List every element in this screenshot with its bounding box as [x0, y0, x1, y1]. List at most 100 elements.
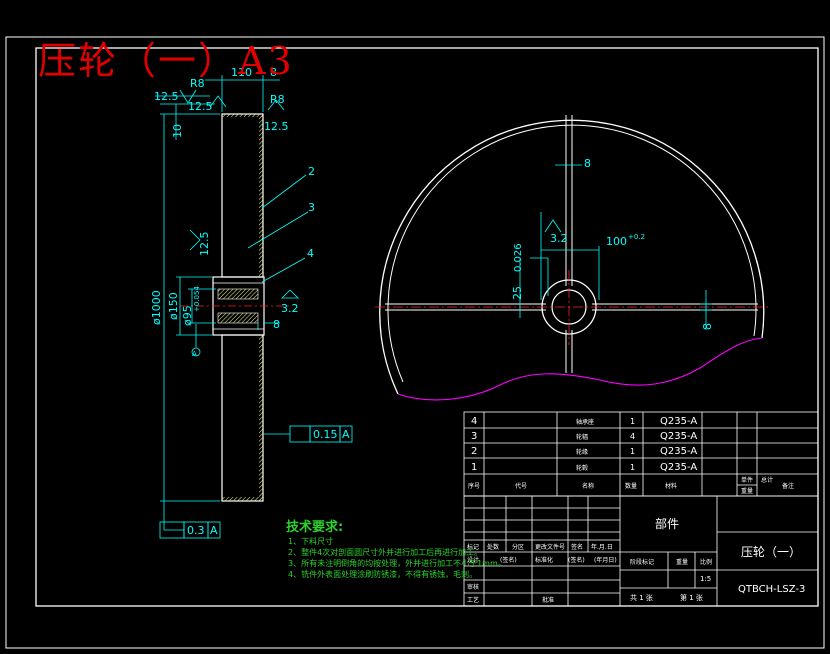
rev-header-sign: 签名: [571, 543, 583, 551]
bom-row-material: Q235-A: [660, 462, 697, 473]
bom-row-no: 2: [471, 446, 477, 457]
notes-title: 技术要求:: [286, 520, 344, 535]
top-hatch: [222, 114, 263, 117]
bom-header-no: 序号: [468, 482, 480, 490]
bom-row-qty: 1: [630, 463, 635, 472]
dim-rim-width: 8: [701, 323, 714, 330]
bom-row-material: Q235-A: [660, 431, 697, 442]
rim-section-upper: [221, 113, 264, 278]
dim-rough-1: 12.5: [154, 90, 179, 103]
standard-signature: (签名): [568, 556, 585, 564]
title-scale-label: 比例: [700, 558, 712, 566]
bom-header-qty: 数量: [625, 482, 637, 490]
rev-header-count: 处数: [487, 543, 499, 551]
dim-slot-depth-tol: 0.026: [513, 243, 524, 272]
standard-date: (年月日): [594, 556, 617, 564]
bom-header-name: 名称: [582, 482, 594, 490]
dim-slot-width: 100: [606, 235, 627, 248]
bom-row-no: 1: [471, 462, 477, 473]
dim-spoke-width: 8: [584, 157, 591, 170]
wheel-outer-arc: [379, 119, 765, 395]
rev-header-date: 年.月.日: [591, 543, 613, 551]
note-line-4: 4、铣件外表面处理涂刷防锈漆，不得有锈蚀，毛刺。: [288, 570, 478, 579]
title-scale: 1:5: [700, 575, 711, 583]
bom-row-name: 轮毂: [576, 464, 588, 472]
title-category: 部件: [655, 516, 679, 531]
perp-tol-value: 0.15: [313, 428, 338, 441]
rim-hatch-upper: [259, 114, 263, 277]
title-drawing-no: QTBCH-LSZ-3: [738, 584, 805, 595]
bom-row-qty: 4: [630, 432, 635, 441]
bom-header-material: 材料: [665, 482, 677, 490]
title-weight-label: 重量: [676, 558, 688, 566]
front-view: 8 100 +0.2 3.2 25 0.026 8: [375, 115, 770, 401]
title-drawing-name: 压轮（一）: [741, 545, 801, 559]
standard-label: 标准化: [535, 556, 553, 564]
design-label: 设计: [467, 556, 479, 564]
dim-radius-2: R8: [270, 93, 285, 106]
dim-radius-1: R8: [190, 77, 205, 90]
runout-datum: A: [210, 524, 218, 537]
dim-slot-tol: +0.2: [628, 233, 645, 241]
wheel-inner-arc: [387, 124, 757, 383]
rev-header-zone: 分区: [512, 543, 524, 551]
title-sheets-total: 共 1 张: [630, 593, 653, 602]
inner-frame: [35, 47, 819, 607]
rim-section-lower: [221, 334, 264, 502]
bom-row-qty: 1: [630, 447, 635, 456]
bom-row-no: 4: [471, 416, 477, 427]
bom-row-material: Q235-A: [660, 416, 697, 427]
bottom-hatch: [222, 497, 263, 501]
bom-row-no: 3: [471, 431, 477, 442]
review-label: 审核: [467, 583, 479, 591]
balloon-2: 2: [308, 165, 315, 178]
hub-hatch-top: [217, 288, 259, 300]
dim-hub-width: 8: [273, 318, 280, 331]
dim-top-width: 110: [231, 66, 252, 79]
title-sheet-no: 第 1 张: [680, 593, 703, 602]
datum-label: A: [192, 350, 197, 358]
rev-header-mark: 标记: [467, 543, 479, 551]
perp-datum: A: [342, 428, 350, 441]
hub-hatch-bottom: [217, 312, 259, 324]
note-line-2: 2、整件4次对剖面圆尺寸外并进行加工后再进行加工。: [288, 548, 483, 557]
bom-header-single: 单件: [741, 476, 753, 484]
dim-total-length: ø1000: [150, 290, 163, 325]
bom-row-name: 轴承座: [576, 418, 594, 426]
dim-rough-4: 12.5: [198, 232, 211, 257]
dim-hub-inner-tol: +0.054: [193, 286, 201, 312]
drawing-title-overlay: 压轮（一）A3: [38, 39, 294, 83]
balloon-3: 3: [308, 201, 315, 214]
dim-top-depth: 10: [171, 124, 184, 138]
rev-header-docno: 更改文件号: [535, 543, 565, 551]
title-block: [463, 495, 819, 607]
note-line-3: 3、所有未注明倒角的均按处理，外并进行加工不小于1mm。: [288, 559, 506, 568]
approve-label: 批准: [542, 596, 554, 604]
runout-tol-value: 0.3: [187, 524, 205, 537]
outer-frame: [5, 36, 825, 649]
dim-rough-2: 12.5: [188, 100, 213, 113]
note-line-1: 1、下料尺寸: [288, 537, 334, 546]
bom-row-name: 轮辐: [576, 433, 588, 441]
bom-row-name: 轮缘: [576, 448, 588, 456]
break-line: [397, 337, 763, 401]
process-label: 工艺: [467, 596, 479, 604]
bom-header-weight: 重量: [741, 487, 753, 495]
bom-header-remark: 备注: [782, 482, 794, 490]
title-stage-label: 阶段标记: [630, 558, 654, 566]
rim-hatch-lower: [259, 335, 263, 501]
dim-hub-outer: ø150: [167, 292, 180, 320]
bom-row-qty: 1: [630, 417, 635, 426]
dim-rough-5: 3.2: [281, 302, 299, 315]
balloon-4: 4: [307, 247, 314, 260]
side-view: 2 3 4 110 8 R8 R8 12.5 12.5 12.5 3.2 8 0…: [150, 66, 353, 539]
dim-slot-depth: 25: [511, 286, 524, 300]
bom-header-code: 代号: [515, 482, 527, 490]
bom-row-material: Q235-A: [660, 446, 697, 457]
dim-top-offset: 8: [270, 66, 277, 79]
dim-rough-3: 12.5: [264, 120, 289, 133]
design-signature: (签名): [500, 556, 517, 564]
dim-hub-inner: ø95: [181, 305, 194, 326]
dim-rough-6: 3.2: [550, 232, 568, 245]
